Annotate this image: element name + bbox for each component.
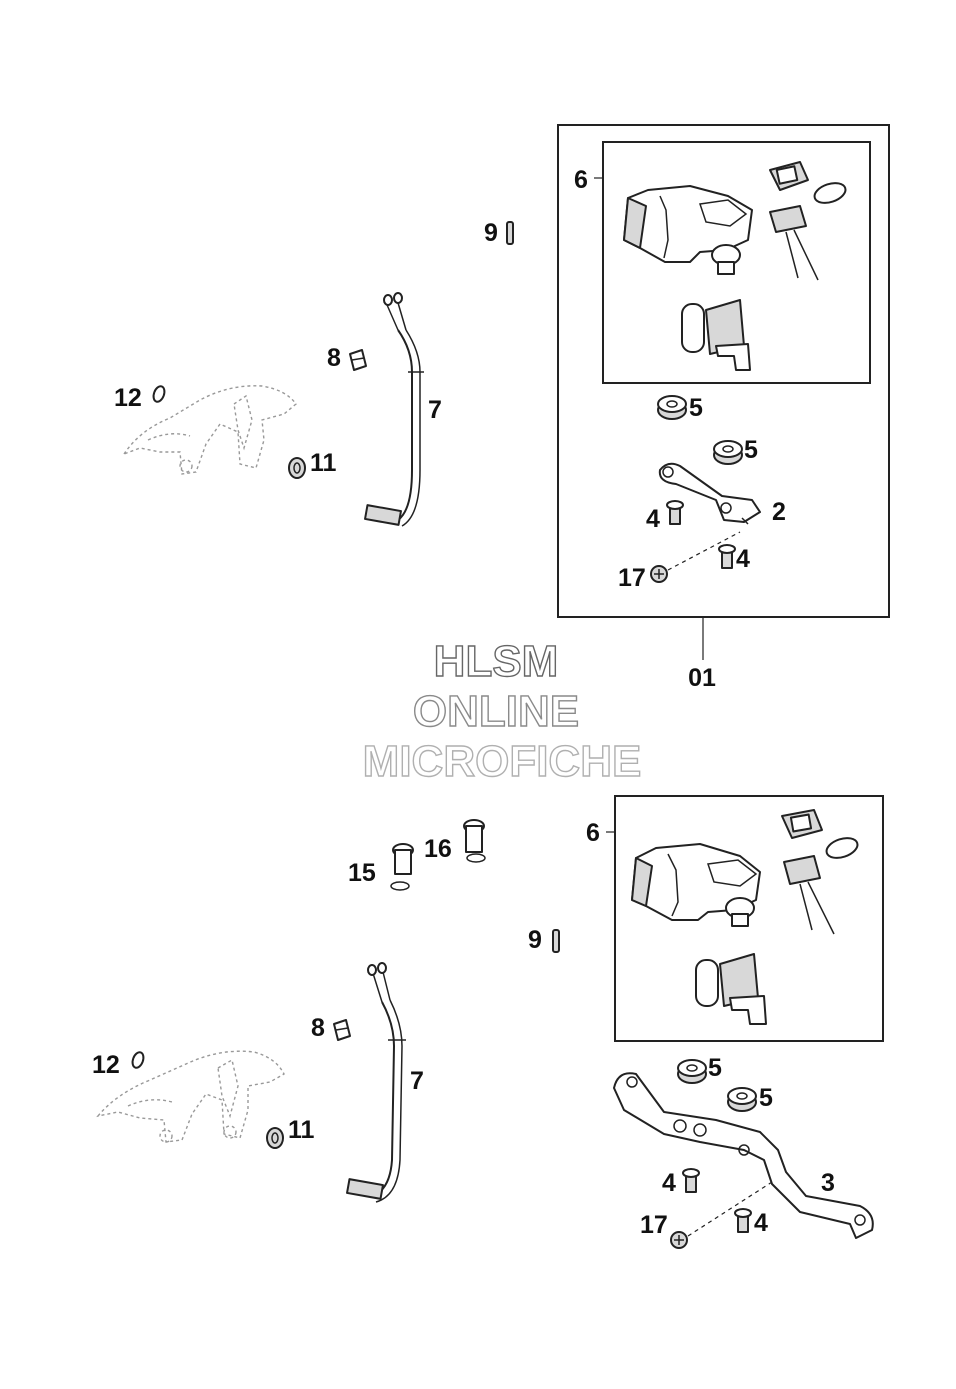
- label-top-11: 11: [310, 449, 337, 477]
- plug-16[interactable]: [463, 819, 486, 863]
- switch-group-box-bottom: [614, 795, 884, 1042]
- watermark-line-1: HLSM: [434, 637, 559, 686]
- label-top-2: 2: [772, 498, 786, 526]
- label-bottom-3: 3: [821, 1169, 835, 1197]
- washer-5b-bottom[interactable]: [727, 1087, 757, 1112]
- label-top-4b: 4: [736, 545, 750, 573]
- label-bottom-11: 11: [288, 1116, 315, 1144]
- label-bottom-4a: 4: [662, 1169, 676, 1197]
- bracket-3[interactable]: [613, 1072, 874, 1239]
- label-assembly-01: 01: [688, 664, 716, 692]
- cable-7-bottom[interactable]: [346, 962, 406, 1203]
- ring-12-top[interactable]: [152, 385, 167, 403]
- label-bottom-16: 16: [424, 835, 452, 863]
- label-top-17: 17: [618, 564, 646, 592]
- lens-bottom[interactable]: [824, 834, 860, 861]
- bracket-2[interactable]: [658, 462, 761, 525]
- plug-15[interactable]: [390, 843, 414, 891]
- label-top-12: 12: [114, 384, 142, 412]
- callout-labels: 01 6 9 8 7 12 11 5 5 4 2 4 17 6 9 15 16 …: [92, 166, 835, 1239]
- indicator-lamp-top[interactable]: [769, 161, 809, 191]
- handlebar-switch-bottom[interactable]: [631, 843, 761, 927]
- pin-9-top[interactable]: [506, 221, 514, 245]
- label-bottom-12: 12: [92, 1051, 120, 1079]
- label-bottom-5a: 5: [708, 1054, 722, 1082]
- label-top-5a: 5: [689, 394, 703, 422]
- frame-outline-top: [122, 385, 297, 475]
- handlebar-switch-top[interactable]: [623, 185, 753, 275]
- indicator-lamp-bottom[interactable]: [781, 809, 823, 839]
- switch-plug-top[interactable]: [769, 205, 819, 281]
- grommet-11-top[interactable]: [288, 457, 306, 479]
- clip-8-bottom[interactable]: [333, 1019, 351, 1041]
- label-top-6: 6: [574, 166, 588, 194]
- switch-group-box-top: [602, 141, 871, 384]
- label-top-8: 8: [327, 344, 341, 372]
- label-top-7: 7: [428, 396, 442, 424]
- label-bottom-9: 9: [528, 926, 542, 954]
- label-bottom-7: 7: [410, 1067, 424, 1095]
- assembly-01-frame: [557, 124, 890, 618]
- bottom-assembly: [96, 795, 884, 1249]
- cable-7-top[interactable]: [364, 292, 424, 527]
- switch-plug-bottom[interactable]: [783, 855, 835, 935]
- watermark: HLSM ONLINE MICROFICHE: [362, 636, 642, 786]
- label-bottom-6: 6: [586, 819, 600, 847]
- washer-5b-top[interactable]: [713, 440, 743, 465]
- kill-switch-bottom[interactable]: [695, 953, 767, 1025]
- kill-switch-top[interactable]: [681, 299, 751, 371]
- washer-5a-bottom[interactable]: [677, 1059, 707, 1084]
- screw-4b-top[interactable]: [718, 544, 736, 569]
- label-bottom-8: 8: [311, 1014, 325, 1042]
- top-assembly: [122, 124, 890, 660]
- label-bottom-15: 15: [348, 859, 376, 887]
- label-bottom-17: 17: [640, 1211, 668, 1239]
- screw-4b-bottom[interactable]: [734, 1208, 752, 1233]
- label-top-4a: 4: [646, 505, 660, 533]
- screw-4a-top[interactable]: [666, 500, 684, 525]
- watermark-line-2: ONLINE: [413, 687, 579, 736]
- label-top-5b: 5: [744, 436, 758, 464]
- screw-4a-bottom[interactable]: [682, 1168, 700, 1193]
- label-top-9: 9: [484, 219, 498, 247]
- assembly-line-bottom: [687, 1181, 773, 1237]
- ring-12-bottom[interactable]: [131, 1051, 146, 1069]
- lens-top[interactable]: [812, 179, 848, 206]
- pin-9-bottom[interactable]: [552, 929, 560, 953]
- washer-5a-top[interactable]: [657, 395, 687, 420]
- grommet-11-bottom[interactable]: [266, 1127, 284, 1149]
- label-bottom-4b: 4: [754, 1209, 768, 1237]
- watermark-line-3: MICROFICHE: [363, 737, 642, 786]
- bolt-17-bottom[interactable]: [670, 1231, 688, 1249]
- assembly-line-top: [667, 531, 741, 571]
- clip-8-top[interactable]: [349, 349, 367, 371]
- frame-outline-bottom: [96, 1050, 285, 1143]
- label-bottom-5b: 5: [759, 1084, 773, 1112]
- bolt-17-top[interactable]: [650, 565, 668, 583]
